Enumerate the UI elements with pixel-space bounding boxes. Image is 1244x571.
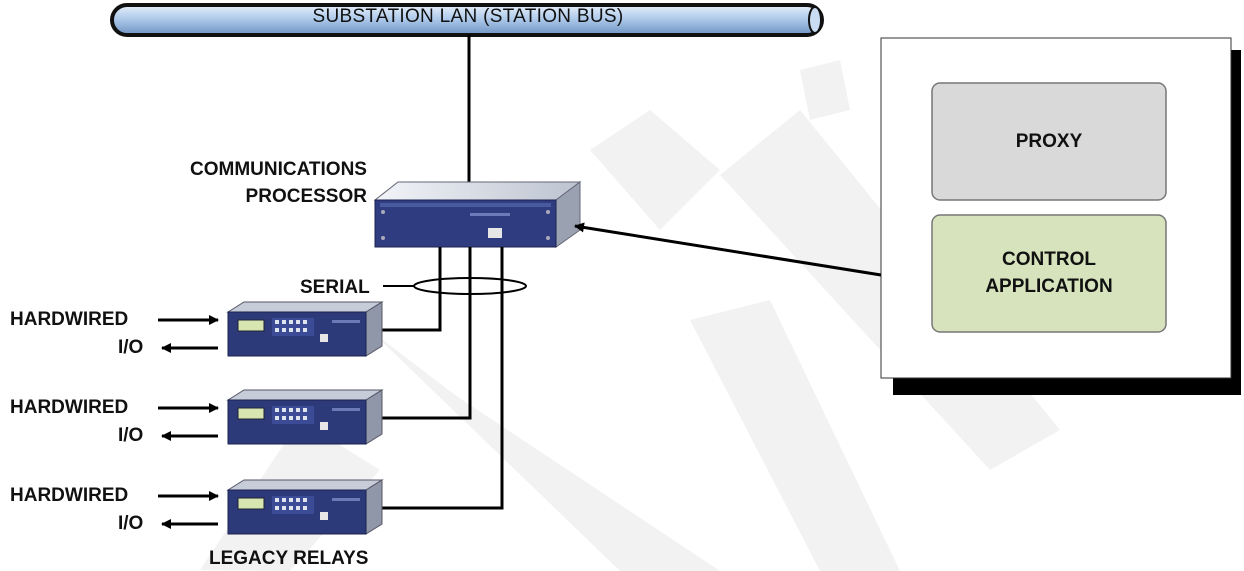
serial-label: SERIAL bbox=[300, 277, 370, 299]
processor-label-line2: PROCESSOR bbox=[190, 183, 367, 210]
legacy-relays-label: LEGACY RELAYS bbox=[209, 548, 368, 570]
legacy-relay-1 bbox=[228, 302, 382, 356]
control-application-label: CONTROL APPLICATION bbox=[932, 246, 1166, 300]
io-label-2: I/O bbox=[118, 425, 143, 447]
communications-processor-device bbox=[375, 182, 580, 247]
processor-label: COMMUNICATIONS PROCESSOR bbox=[190, 156, 367, 210]
hardwired-label-2: HARDWIRED bbox=[10, 397, 128, 419]
hardwired-label-1: HARDWIRED bbox=[10, 309, 128, 331]
hardwired-label-3: HARDWIRED bbox=[10, 485, 128, 507]
control-label-line2: APPLICATION bbox=[932, 273, 1166, 300]
control-label-line1: CONTROL bbox=[932, 246, 1166, 273]
processor-label-line1: COMMUNICATIONS bbox=[190, 156, 367, 183]
io-label-1: I/O bbox=[118, 337, 143, 359]
legacy-relay-2 bbox=[228, 390, 382, 444]
serial-bundle-marker bbox=[383, 278, 526, 294]
hardwired-io-arrows bbox=[158, 320, 218, 524]
io-label-3: I/O bbox=[118, 513, 143, 535]
legacy-relay-3 bbox=[228, 480, 382, 534]
proxy-label: PROXY bbox=[932, 128, 1166, 155]
station-bus-label: SUBSTATION LAN (STATION BUS) bbox=[118, 6, 818, 28]
